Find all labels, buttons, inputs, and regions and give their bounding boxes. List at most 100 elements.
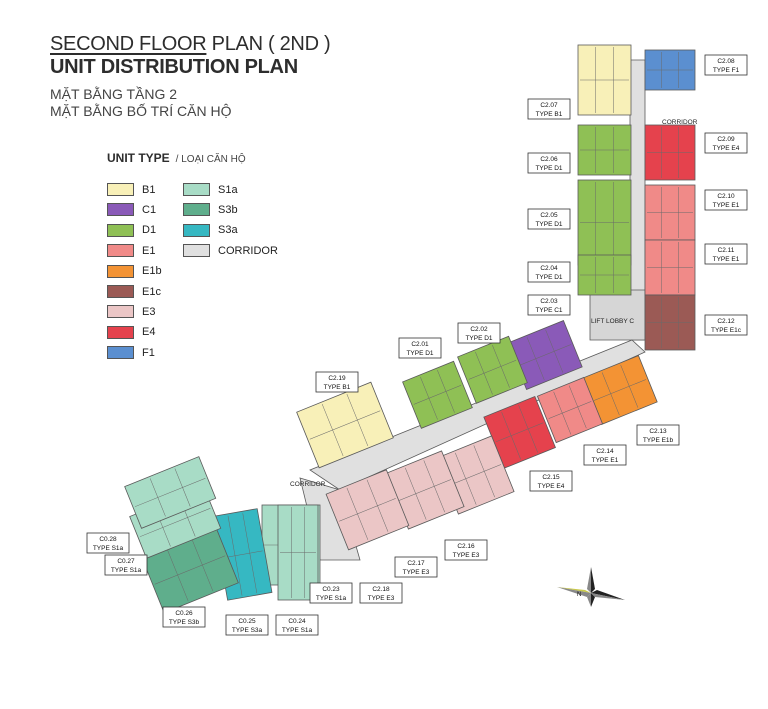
unit-type: TYPE S1a: [93, 545, 124, 552]
unit-code: C2.12: [717, 318, 735, 325]
room-lines: [580, 182, 629, 263]
legend-item-b1: B1: [107, 183, 155, 196]
room-lines: [448, 445, 502, 505]
unit-code: C2.10: [717, 193, 735, 200]
unit-type: TYPE B1: [536, 111, 563, 118]
unit-code: C2.06: [540, 156, 558, 163]
room-lines: [309, 393, 381, 457]
unit-type: TYPE E1b: [643, 437, 674, 444]
room-lines: [134, 468, 206, 517]
room-lines: [647, 52, 693, 88]
unit-type: TYPE E1: [592, 457, 619, 464]
room-lines: [580, 127, 629, 173]
unit-code: C2.04: [540, 265, 558, 272]
room-lines: [413, 369, 462, 420]
legend-swatch: [107, 264, 134, 278]
unit-code: C2.01: [411, 341, 429, 348]
room-lines: [593, 364, 647, 416]
legend-item-corridor: CORRIDOR: [183, 244, 278, 258]
unit-type: TYPE S1a: [316, 595, 347, 602]
legend-swatch: [183, 223, 210, 237]
legend-label: CORRIDOR: [218, 244, 278, 257]
room-lines: [339, 479, 396, 540]
unit-type: TYPE E1: [713, 202, 740, 209]
unit-type: TYPE E1c: [711, 327, 742, 334]
compass-letter: N: [577, 592, 581, 598]
legend-swatch: [183, 244, 210, 258]
lift-lobby: [589, 289, 646, 341]
unit-type: TYPE S3b: [169, 619, 200, 626]
legend-label: C1: [142, 203, 157, 216]
unit-code: C0.26: [175, 610, 193, 617]
room-lines: [647, 297, 693, 348]
subtitle-line2: MẶT BẰNG BỐ TRÍ CĂN HỘ: [50, 103, 232, 119]
legend-label: S1a: [218, 183, 238, 196]
legend-item-e1c: E1c: [107, 285, 161, 298]
unit-type: TYPE E1: [713, 256, 740, 263]
legend-swatch: [183, 183, 210, 196]
unit-code: C0.27: [117, 558, 135, 565]
unit-code: C2.14: [596, 448, 614, 455]
legend-item-e3: E3: [107, 305, 156, 319]
legend-label: E1b: [142, 265, 162, 278]
unit-type: TYPE E4: [713, 145, 740, 152]
corridor-label-bottom: CORRIDOR: [290, 481, 326, 488]
room-lines: [647, 187, 693, 238]
unit-code: C2.17: [407, 560, 425, 567]
legend-title: UNIT TYPE/ LOẠI CĂN HỘ: [107, 151, 246, 165]
room-lines: [548, 385, 592, 435]
unit-type: TYPE F1: [713, 67, 740, 74]
legend-label: S3a: [218, 224, 238, 237]
legend-label: E3: [142, 305, 156, 318]
room-lines: [280, 507, 316, 598]
unit-type: TYPE E3: [368, 595, 395, 602]
subtitle-line1: MẶT BẰNG TẦNG 2: [50, 86, 178, 102]
legend-label: E1c: [142, 285, 161, 298]
unit-type: TYPE E4: [538, 483, 565, 490]
unit-code: C2.15: [542, 474, 560, 481]
room-lines: [468, 344, 517, 395]
unit-code: C2.02: [470, 326, 488, 333]
title-part2: PLAN ( 2ND ): [206, 33, 331, 55]
unit-type: TYPE E3: [453, 552, 480, 559]
room-lines: [647, 127, 693, 178]
unit-type: TYPE D1: [535, 165, 562, 172]
legend-swatch: [107, 203, 134, 217]
page-title: SECOND FLOOR PLAN ( 2ND ): [50, 33, 331, 56]
unit-code: C2.08: [717, 58, 735, 65]
unit-code: C2.05: [540, 212, 558, 219]
legend-swatch: [107, 183, 134, 196]
compass-icon: N: [557, 567, 625, 607]
legend-item-c1: C1: [107, 203, 157, 217]
legend-swatch: [107, 244, 134, 258]
unit-code: C2.03: [540, 298, 558, 305]
legend-item-e4: E4: [107, 325, 155, 339]
unit-code: C0.24: [288, 618, 306, 625]
unit-code: C2.16: [457, 543, 475, 550]
unit-code: C2.18: [372, 586, 390, 593]
legend-swatch: [107, 325, 134, 339]
room-lines: [495, 405, 544, 460]
legend-label: F1: [142, 346, 155, 359]
unit-type: TYPE S1a: [282, 627, 313, 634]
